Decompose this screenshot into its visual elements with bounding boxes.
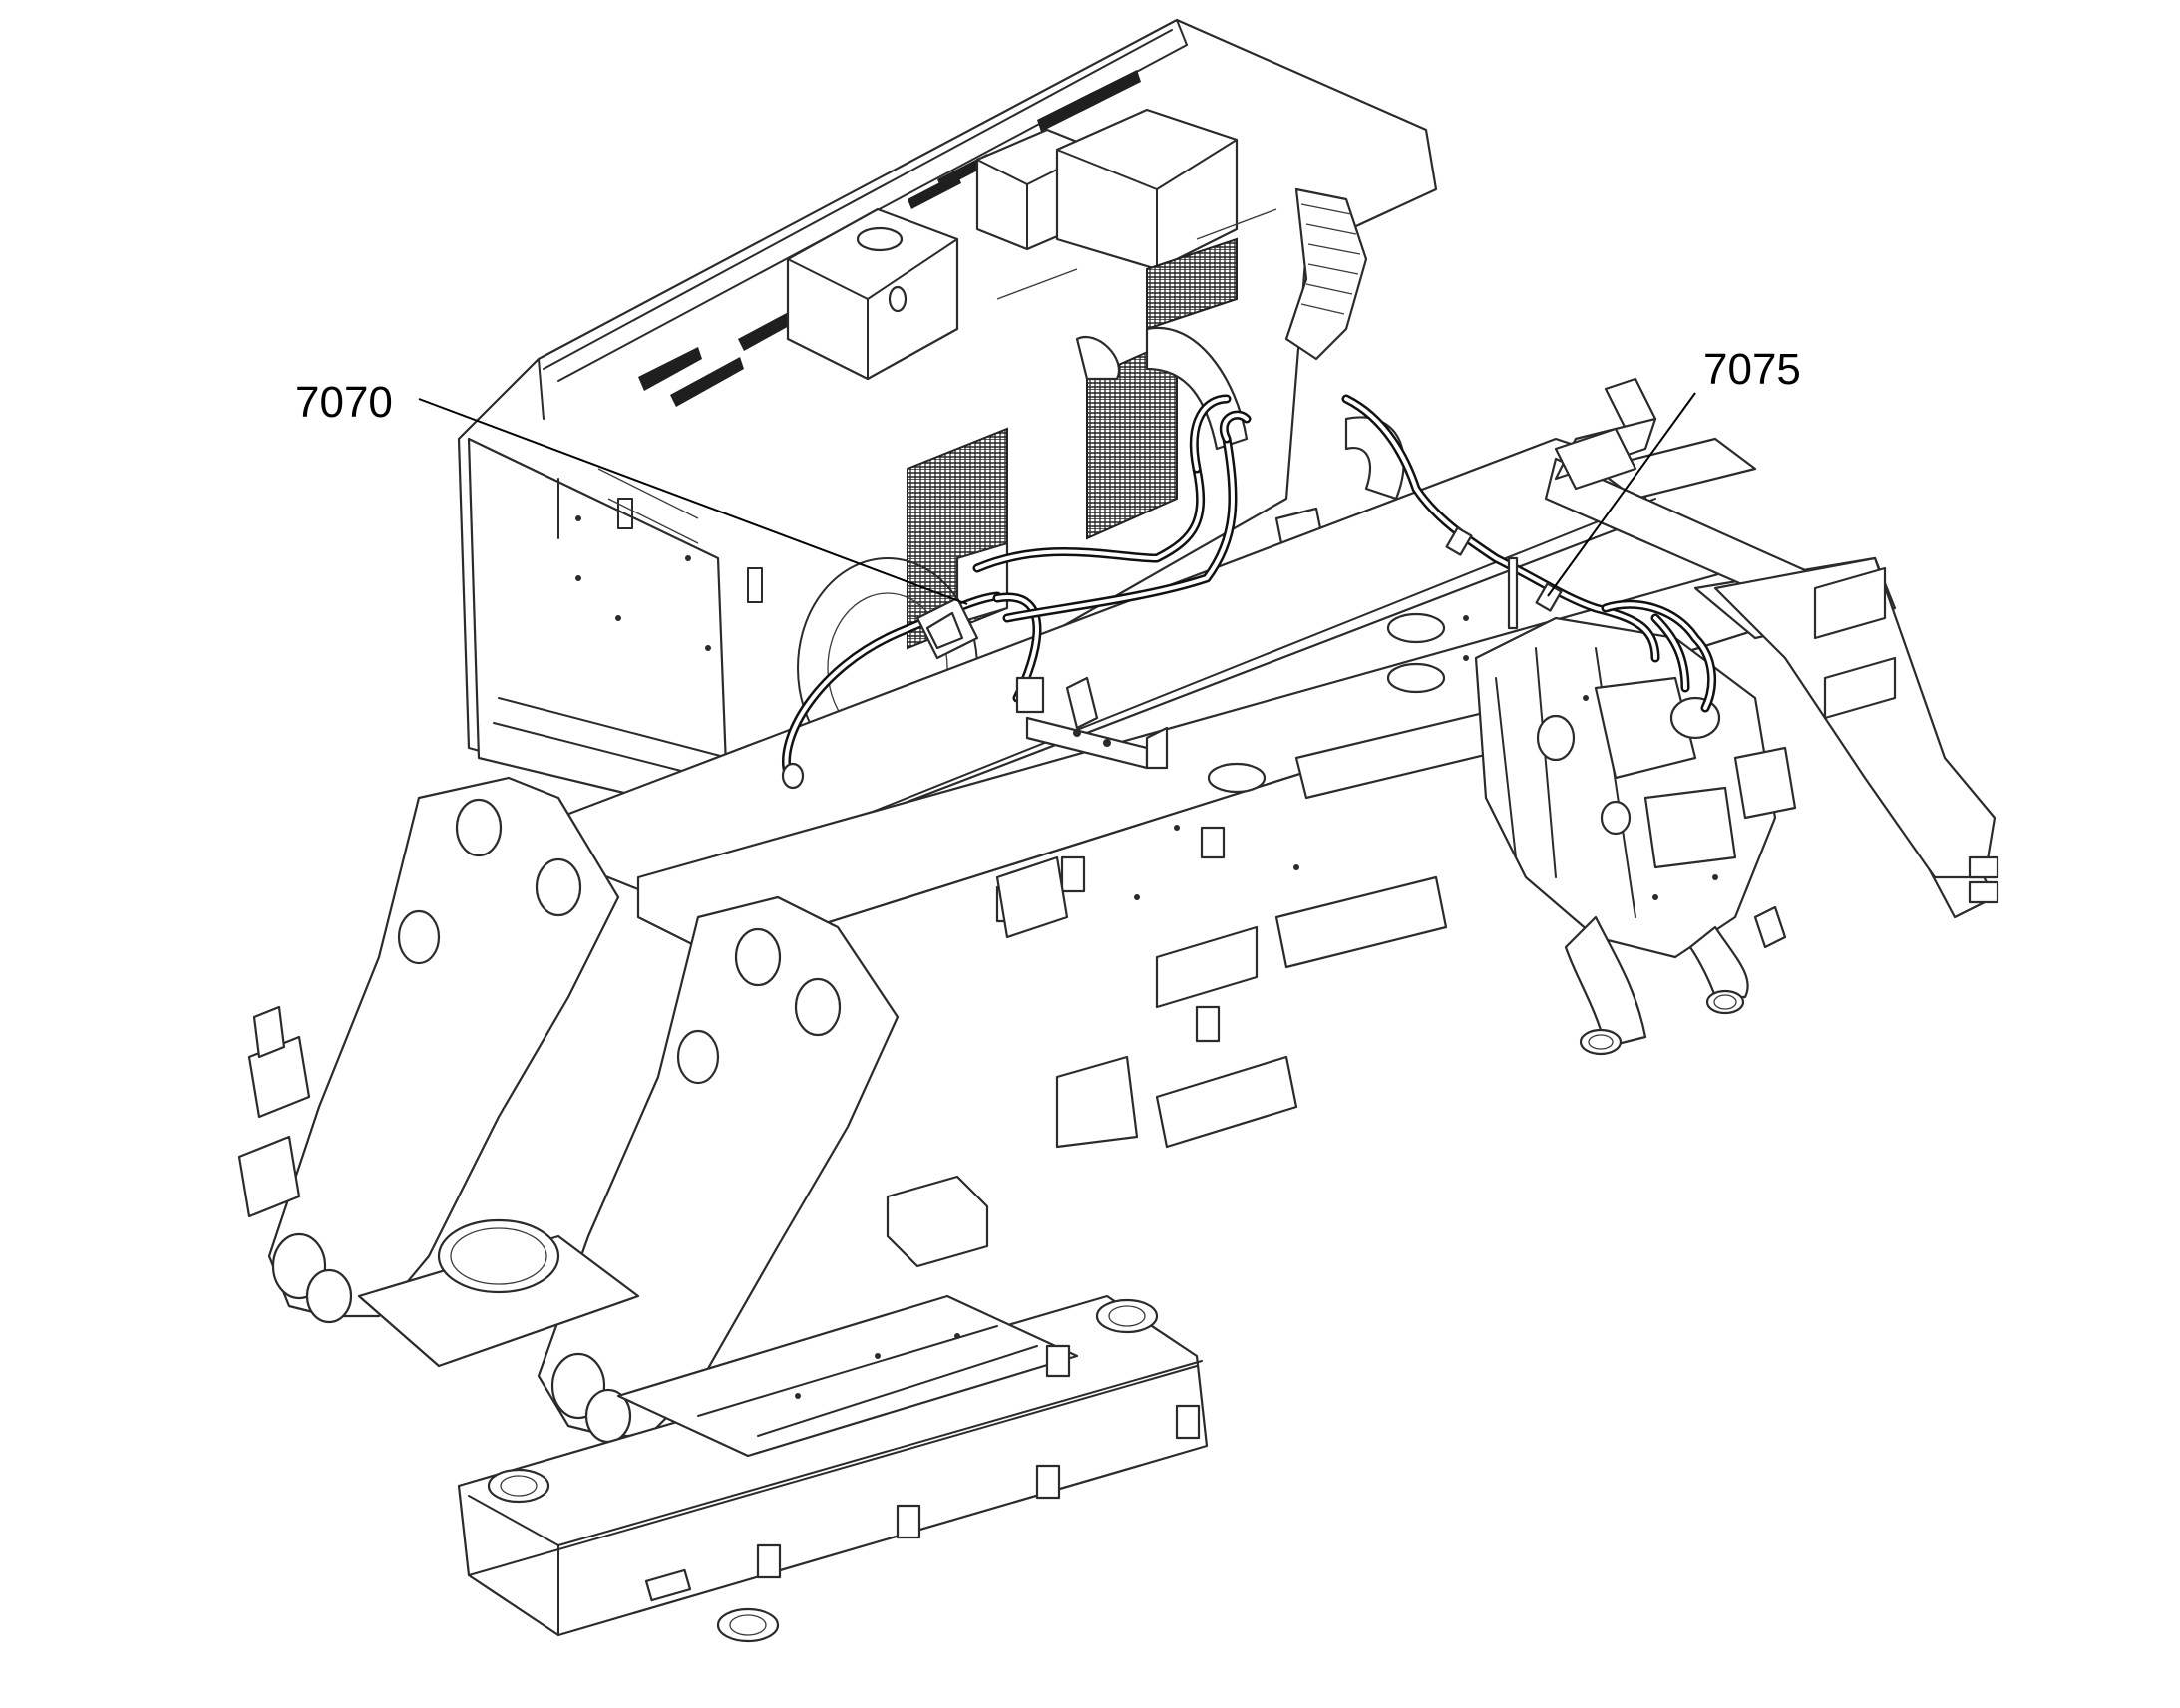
base-frame: [457, 1175, 1209, 1643]
leader-line-7075: [1547, 392, 1696, 597]
callout-7070: 7070: [295, 378, 968, 605]
engine-compartment: [457, 18, 1438, 820]
callout-7075: 7075: [1547, 345, 1801, 597]
hose-assembly-7075: [1341, 394, 1717, 713]
drive-unit: [1474, 616, 1797, 1056]
callout-label-7075: 7075: [1703, 345, 1801, 394]
callout-label-7070: 7070: [295, 378, 393, 427]
hose-assembly-7070: [781, 394, 1252, 790]
leader-line-7070: [418, 398, 968, 605]
